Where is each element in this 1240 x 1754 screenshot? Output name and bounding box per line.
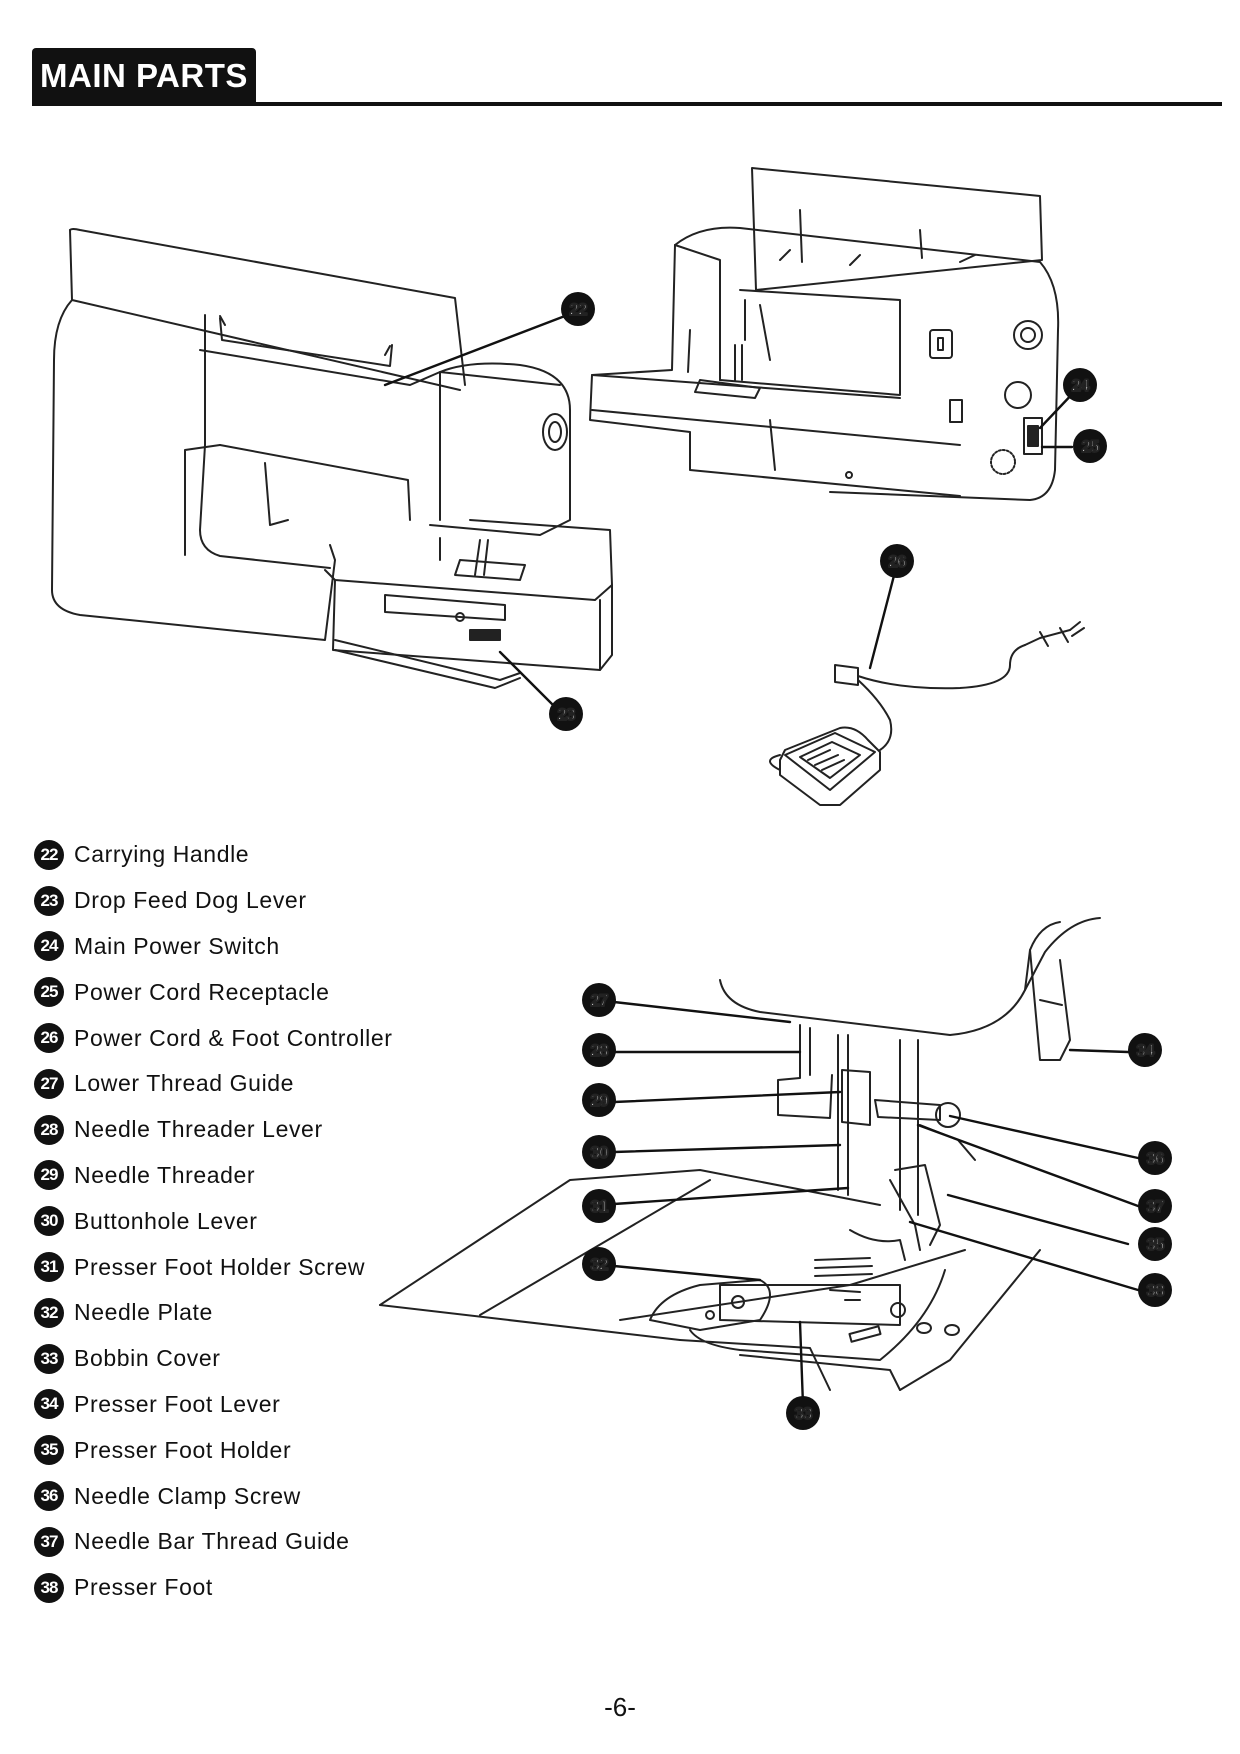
part-number: 27 bbox=[34, 1068, 64, 1099]
part-label: Needle Clamp Screw bbox=[74, 1482, 301, 1509]
list-item: 23 Drop Feed Dog Lever bbox=[34, 878, 392, 924]
callout-37: 37 bbox=[1138, 1189, 1172, 1223]
list-item: 24 Main Power Switch bbox=[34, 924, 392, 970]
list-item: 27 Lower Thread Guide bbox=[34, 1061, 392, 1107]
list-item: 30 Buttonhole Lever bbox=[34, 1198, 392, 1244]
part-label: Presser Foot Lever bbox=[74, 1390, 281, 1417]
callout-36: 36 bbox=[1138, 1141, 1172, 1175]
list-item: 22 Carrying Handle bbox=[34, 832, 392, 878]
machine-front-view-drawing bbox=[589, 167, 1060, 501]
page-header: MAIN PARTS bbox=[32, 48, 1222, 106]
part-label: Needle Threader Lever bbox=[74, 1116, 323, 1143]
part-label: Presser Foot bbox=[74, 1574, 213, 1601]
list-item: 26 Power Cord & Foot Controller bbox=[34, 1015, 392, 1061]
svg-text:26: 26 bbox=[889, 552, 906, 571]
list-item: 32 Needle Plate bbox=[34, 1290, 392, 1336]
part-number: 32 bbox=[34, 1297, 64, 1328]
svg-text:27: 27 bbox=[591, 991, 608, 1010]
callout-23: 23 bbox=[549, 697, 583, 731]
part-number: 29 bbox=[34, 1160, 64, 1191]
callout-26: 26 bbox=[880, 544, 914, 578]
part-number: 23 bbox=[34, 885, 64, 916]
header-rule bbox=[32, 102, 1222, 106]
part-number: 31 bbox=[34, 1252, 64, 1283]
part-label: Presser Foot Holder Screw bbox=[74, 1253, 366, 1280]
callout-28: 28 bbox=[582, 1033, 616, 1067]
part-number: 22 bbox=[34, 839, 64, 870]
svg-text:38: 38 bbox=[1147, 1281, 1164, 1300]
part-number: 37 bbox=[34, 1526, 64, 1557]
svg-text:34: 34 bbox=[1137, 1041, 1155, 1060]
svg-text:25: 25 bbox=[1082, 437, 1099, 456]
page-number: -6- bbox=[604, 1692, 636, 1722]
svg-text:24: 24 bbox=[1072, 376, 1090, 395]
part-label: Drop Feed Dog Lever bbox=[74, 887, 307, 914]
part-number: 38 bbox=[34, 1572, 64, 1603]
part-number: 33 bbox=[34, 1343, 64, 1374]
callout-25: 25 bbox=[1073, 429, 1107, 463]
callout-30: 30 bbox=[582, 1135, 616, 1169]
list-item: 29 Needle Threader bbox=[34, 1153, 392, 1199]
svg-text:33: 33 bbox=[795, 1404, 812, 1423]
list-item: 38 Presser Foot bbox=[34, 1565, 392, 1611]
list-item: 34 Presser Foot Lever bbox=[34, 1382, 392, 1428]
callout-32: 32 bbox=[582, 1247, 616, 1281]
callout-38: 38 bbox=[1138, 1273, 1172, 1307]
svg-text:35: 35 bbox=[1147, 1235, 1164, 1254]
svg-text:28: 28 bbox=[591, 1041, 608, 1060]
callout-29: 29 bbox=[582, 1083, 616, 1117]
svg-text:29: 29 bbox=[591, 1091, 608, 1110]
svg-text:31: 31 bbox=[591, 1197, 608, 1216]
leader-lines bbox=[383, 309, 1140, 1407]
page-title: MAIN PARTS bbox=[32, 48, 256, 104]
list-item: 33 Bobbin Cover bbox=[34, 1336, 392, 1382]
list-item: 28 Needle Threader Lever bbox=[34, 1107, 392, 1153]
callout-34: 34 bbox=[1128, 1033, 1162, 1067]
part-number: 28 bbox=[34, 1114, 64, 1145]
needle-area-drawing bbox=[379, 917, 1101, 1391]
part-label: Power Cord & Foot Controller bbox=[74, 1024, 393, 1051]
svg-text:37: 37 bbox=[1147, 1197, 1164, 1216]
callout-27: 27 bbox=[582, 983, 616, 1017]
list-item: 36 Needle Clamp Screw bbox=[34, 1473, 392, 1519]
svg-text:36: 36 bbox=[1147, 1149, 1164, 1168]
part-number: 25 bbox=[34, 977, 64, 1008]
list-item: 37 Needle Bar Thread Guide bbox=[34, 1519, 392, 1565]
part-label: Power Cord Receptacle bbox=[74, 978, 330, 1005]
callout-31: 31 bbox=[582, 1189, 616, 1223]
part-number: 34 bbox=[34, 1389, 64, 1420]
part-label: Carrying Handle bbox=[74, 841, 250, 868]
callout-22: 22 bbox=[561, 292, 595, 326]
part-number: 36 bbox=[34, 1481, 64, 1512]
part-number: 24 bbox=[34, 931, 64, 962]
svg-text:30: 30 bbox=[591, 1143, 608, 1162]
part-number: 26 bbox=[34, 1023, 64, 1054]
part-label: Needle Plate bbox=[74, 1299, 213, 1326]
machine-rear-view-drawing bbox=[51, 228, 613, 689]
callout-33: 33 bbox=[786, 1396, 820, 1430]
list-item: 35 Presser Foot Holder bbox=[34, 1427, 392, 1473]
part-label: Bobbin Cover bbox=[74, 1345, 221, 1372]
svg-text:22: 22 bbox=[570, 300, 587, 319]
part-label: Main Power Switch bbox=[74, 932, 280, 959]
list-item: 25 Power Cord Receptacle bbox=[34, 969, 392, 1015]
part-label: Lower Thread Guide bbox=[74, 1070, 295, 1097]
list-item: 31 Presser Foot Holder Screw bbox=[34, 1244, 392, 1290]
part-number: 35 bbox=[34, 1435, 64, 1466]
svg-text:23: 23 bbox=[558, 705, 575, 724]
svg-text:32: 32 bbox=[591, 1255, 608, 1274]
part-label: Needle Threader bbox=[74, 1161, 256, 1188]
callout-24: 24 bbox=[1063, 368, 1097, 402]
callout-35: 35 bbox=[1138, 1227, 1172, 1261]
part-number: 30 bbox=[34, 1206, 64, 1237]
part-label: Buttonhole Lever bbox=[74, 1207, 258, 1234]
part-label: Presser Foot Holder bbox=[74, 1436, 292, 1463]
part-label: Needle Bar Thread Guide bbox=[74, 1528, 350, 1555]
foot-controller-drawing bbox=[769, 621, 1085, 806]
